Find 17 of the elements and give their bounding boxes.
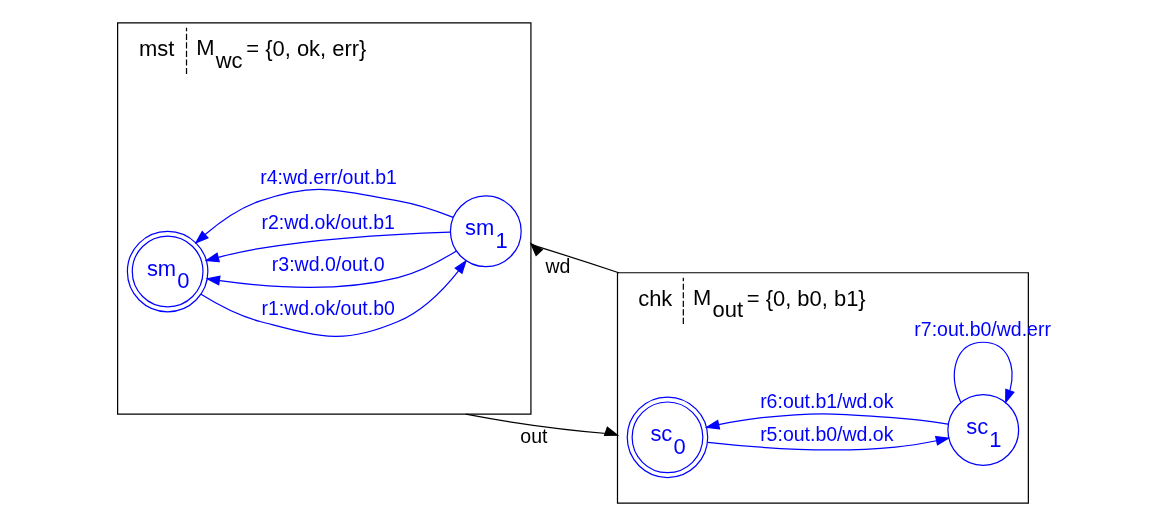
- arrow: [953, 341, 1015, 404]
- arrow: [529, 242, 620, 274]
- edge-label: r4:wd.err/out.b1: [260, 165, 397, 188]
- edge-label: r5:out.b0/wd.ok: [760, 422, 894, 445]
- edge-label: out: [520, 424, 548, 447]
- arrow: [465, 413, 620, 436]
- edge-label: r1:wd.ok/out.b0: [261, 297, 395, 320]
- arrow: [204, 231, 451, 263]
- edge-label: r3:wd.0/out.0: [271, 253, 385, 276]
- arrow: [200, 259, 467, 337]
- arrow: [205, 250, 458, 288]
- edge-label: r6:out.b1/wd.ok: [760, 389, 894, 412]
- edge-label: wd: [545, 254, 571, 277]
- arrow: [704, 413, 949, 430]
- arrow: [707, 435, 951, 451]
- arrow: [194, 188, 454, 244]
- edge-label: r2:wd.ok/out.b1: [261, 210, 395, 233]
